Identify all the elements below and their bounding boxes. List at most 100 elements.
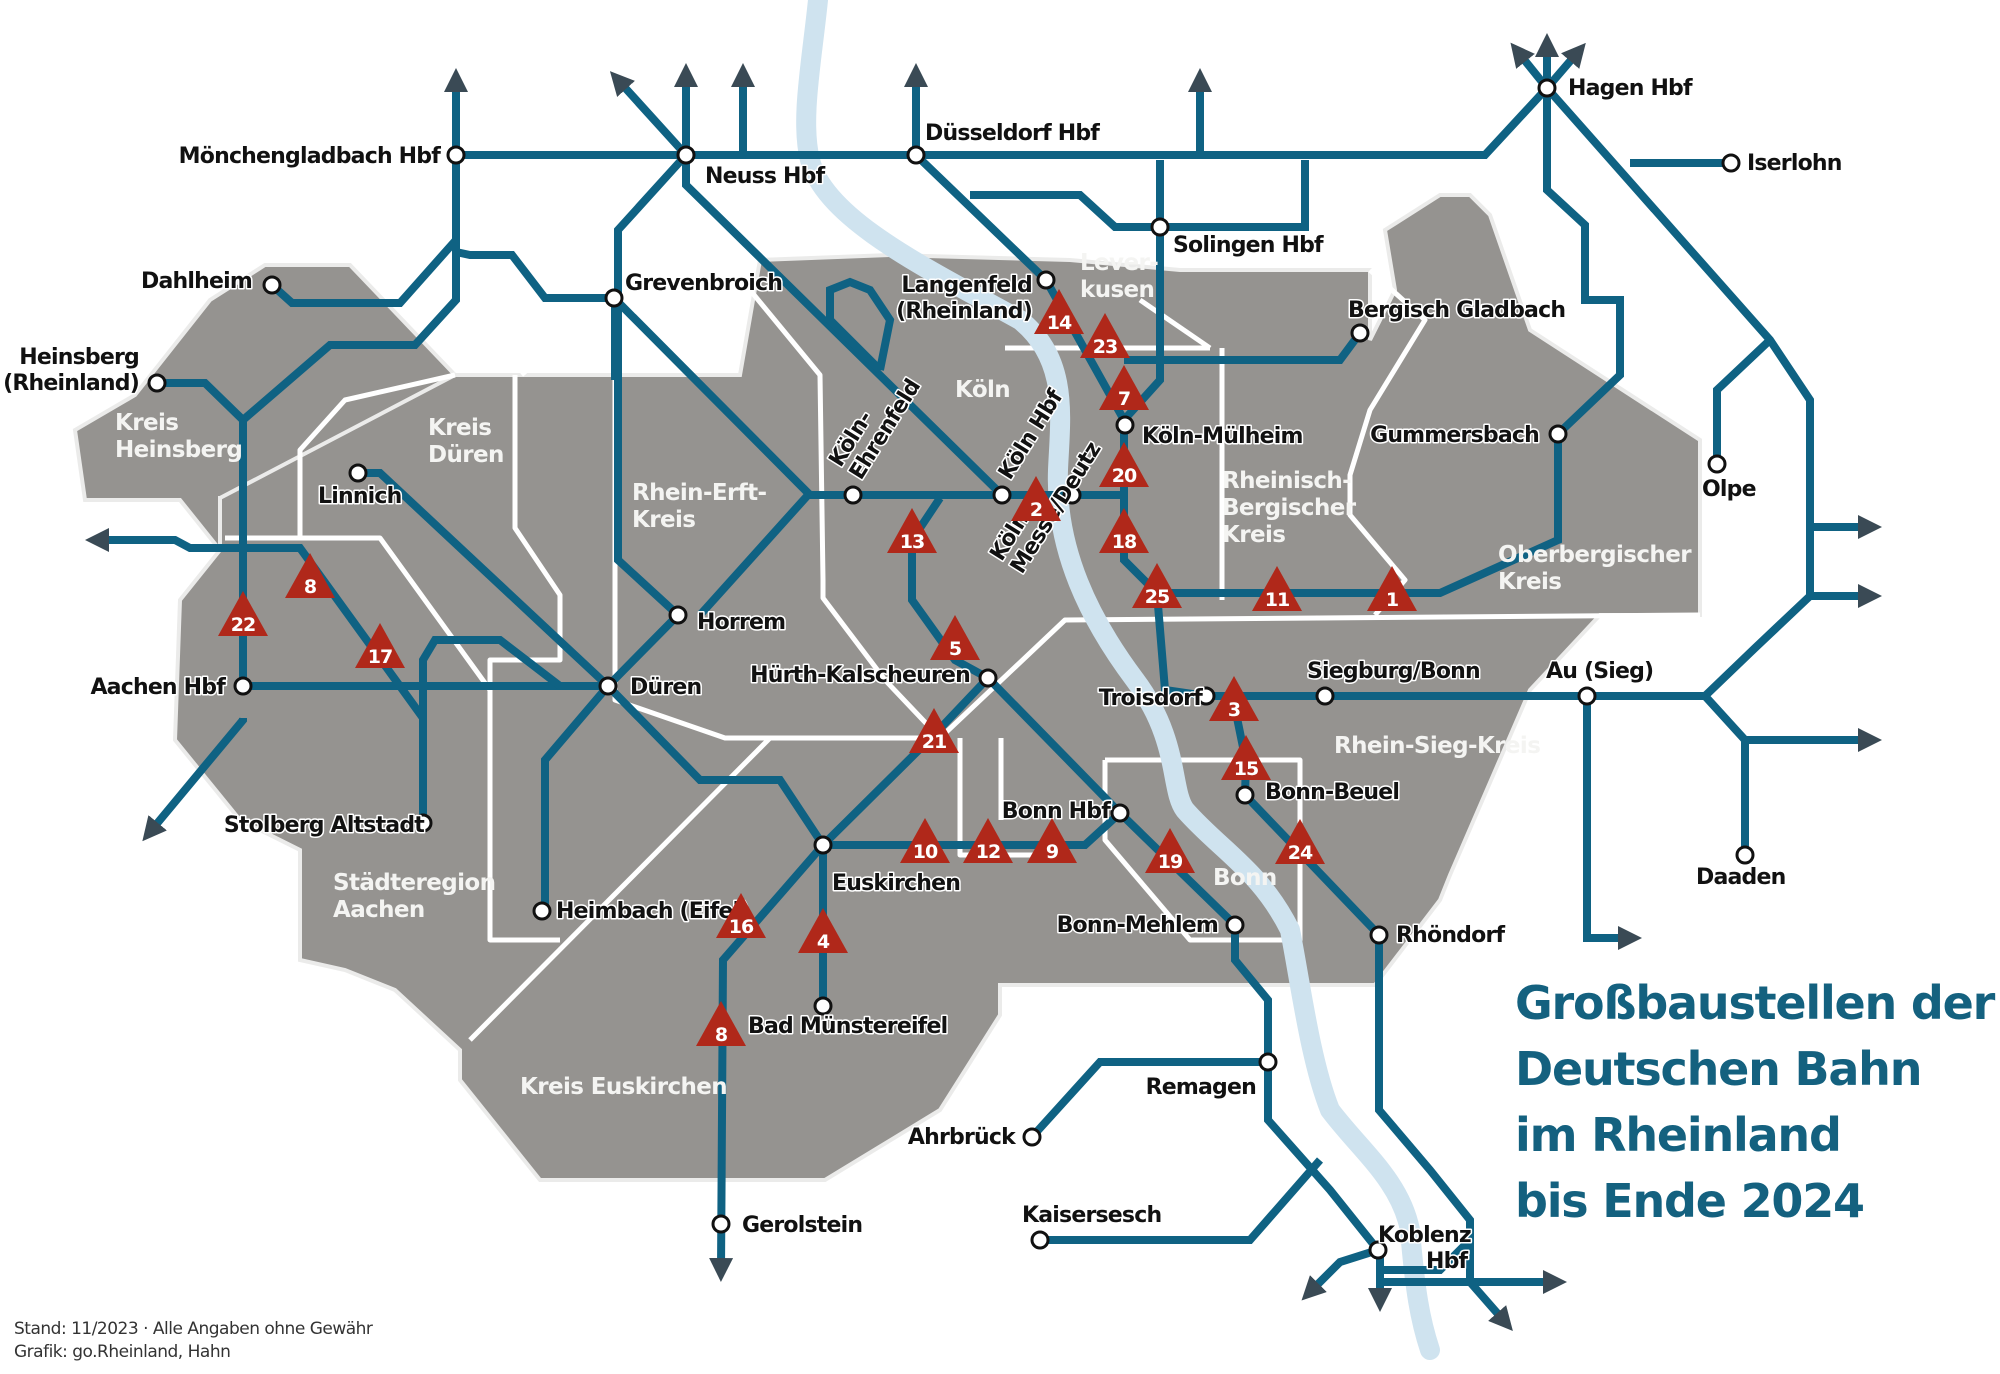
station-horrem[interactable]: Horrem bbox=[668, 605, 788, 637]
station-daaden[interactable]: Daaden bbox=[1695, 845, 1788, 892]
region-west-main bbox=[172, 193, 1702, 1182]
station-hagen-hbf[interactable]: Hagen Hbf bbox=[1537, 75, 1695, 103]
station-kaisersesch[interactable]: Kaisersesch bbox=[1021, 1202, 1164, 1250]
construction-site-number: 17 bbox=[368, 646, 392, 668]
station-olpe[interactable]: Olpe bbox=[1701, 454, 1758, 504]
station-marker-icon bbox=[668, 605, 688, 625]
construction-site-7[interactable]: 7 bbox=[1099, 365, 1149, 410]
construction-site-23[interactable]: 23 bbox=[1080, 313, 1130, 358]
station-heimbach-eifel[interactable]: Heimbach (Eifel) bbox=[532, 898, 751, 926]
rail-lines bbox=[85, 33, 1882, 1332]
station-düren[interactable]: Düren bbox=[598, 674, 704, 702]
station-remagen[interactable]: Remagen bbox=[1144, 1052, 1278, 1102]
station-euskirchen[interactable]: Euskirchen bbox=[813, 835, 962, 898]
station-marker-icon bbox=[1350, 323, 1370, 343]
station-rhöndorf[interactable]: Rhöndorf bbox=[1369, 922, 1508, 950]
construction-site-1[interactable]: 1 bbox=[1367, 566, 1417, 611]
construction-site-20[interactable]: 20 bbox=[1099, 442, 1149, 487]
construction-site-24[interactable]: 24 bbox=[1275, 819, 1325, 864]
region-label-bonn: Bonn bbox=[1213, 865, 1277, 891]
station-bonn-beuel[interactable]: Bonn-Beuel bbox=[1235, 779, 1401, 807]
construction-site-number: 1 bbox=[1386, 589, 1398, 611]
station-au-sieg[interactable]: Au (Sieg) bbox=[1545, 658, 1656, 706]
construction-site-22[interactable]: 22 bbox=[218, 591, 268, 636]
station-marker-icon bbox=[992, 485, 1012, 505]
station-label: Bad Münstereifel bbox=[748, 1014, 947, 1039]
station-siegburg-bonn[interactable]: Siegburg/Bonn bbox=[1306, 658, 1482, 706]
warning-triangle-icon bbox=[798, 908, 848, 953]
warning-triangle-icon bbox=[1209, 676, 1259, 721]
construction-site-12[interactable]: 12 bbox=[963, 818, 1013, 863]
station-label: Düren bbox=[630, 675, 701, 700]
construction-site-25[interactable]: 25 bbox=[1132, 563, 1182, 608]
station-marker-icon bbox=[1036, 270, 1056, 290]
construction-site-8[interactable]: 8 bbox=[285, 553, 335, 598]
station-marker-icon bbox=[1022, 1127, 1042, 1147]
station-label: Langenfeld(Rheinland) bbox=[896, 273, 1032, 324]
station-heinsberg-rheinland[interactable]: Heinsberg(Rheinland) bbox=[2, 344, 167, 398]
station-marker-icon bbox=[598, 676, 618, 696]
station-bonn-mehlem[interactable]: Bonn-Mehlem bbox=[1055, 912, 1245, 940]
construction-site-number: 20 bbox=[1112, 465, 1137, 487]
station-mönchengladbach-hbf[interactable]: Mönchengladbach Hbf bbox=[177, 143, 466, 171]
station-langenfeld-rheinland[interactable]: Langenfeld(Rheinland) bbox=[895, 270, 1056, 326]
construction-site-17[interactable]: 17 bbox=[355, 623, 405, 668]
station-label: Linnich bbox=[318, 484, 402, 509]
station-dahlheim[interactable]: Dahlheim bbox=[140, 268, 282, 296]
station-solingen-hbf[interactable]: Solingen Hbf bbox=[1150, 217, 1326, 260]
footer-status: Stand: 11/2023 · Alle Angaben ohne Gewäh… bbox=[14, 1319, 373, 1339]
construction-site-8[interactable]: 8 bbox=[696, 1001, 746, 1046]
construction-site-9[interactable]: 9 bbox=[1027, 818, 1077, 863]
construction-site-number: 18 bbox=[1112, 531, 1137, 553]
construction-site-10[interactable]: 10 bbox=[900, 818, 950, 863]
station-aachen-hbf[interactable]: Aachen Hbf bbox=[89, 674, 253, 702]
station-label: Remagen bbox=[1146, 1075, 1256, 1100]
station-gerolstein[interactable]: Gerolstein bbox=[711, 1212, 865, 1240]
construction-site-11[interactable]: 11 bbox=[1252, 566, 1302, 611]
station-köln-mülheim[interactable]: Köln-Mülheim bbox=[1115, 415, 1305, 451]
station-marker-icon bbox=[1196, 686, 1216, 706]
station-düsseldorf-hbf[interactable]: Düsseldorf Hbf bbox=[906, 120, 1103, 165]
construction-site-3[interactable]: 3 bbox=[1209, 676, 1259, 721]
construction-site-2[interactable]: 2 bbox=[1011, 476, 1061, 521]
warning-triangle-icon bbox=[1367, 566, 1417, 611]
station-marker-icon bbox=[1537, 78, 1557, 98]
construction-site-13[interactable]: 13 bbox=[887, 508, 937, 553]
station-marker-icon bbox=[1225, 915, 1245, 935]
station-troisdorf[interactable]: Troisdorf bbox=[1097, 685, 1216, 713]
station-marker-icon bbox=[1721, 153, 1741, 173]
station-neuss-hbf[interactable]: Neuss Hbf bbox=[676, 145, 828, 191]
station-grevenbroich[interactable]: Grevenbroich bbox=[604, 270, 784, 308]
station-marker-icon bbox=[446, 145, 466, 165]
warning-triangle-icon bbox=[1252, 566, 1302, 611]
construction-site-16[interactable]: 16 bbox=[716, 893, 766, 938]
station-hürth-kalscheuren[interactable]: Hürth-Kalscheuren bbox=[749, 662, 998, 690]
station-ahrbrück[interactable]: Ahrbrück bbox=[906, 1124, 1042, 1152]
station-bad-münstereifel[interactable]: Bad Münstereifel bbox=[747, 996, 950, 1041]
station-bonn-hbf[interactable]: Bonn Hbf bbox=[1000, 798, 1130, 826]
construction-site-21[interactable]: 21 bbox=[909, 708, 959, 753]
warning-triangle-icon bbox=[1221, 735, 1271, 780]
warning-triangle-icon bbox=[1099, 508, 1149, 553]
construction-site-number: 5 bbox=[949, 638, 961, 660]
station-marker-icon bbox=[1368, 1240, 1388, 1260]
construction-site-5[interactable]: 5 bbox=[930, 615, 980, 660]
station-stolberg-altstadt[interactable]: Stolberg Altstadt bbox=[222, 812, 433, 840]
station-linnich[interactable]: Linnich bbox=[317, 463, 404, 511]
region-label-köln: Köln bbox=[955, 377, 1010, 403]
station-label: Olpe bbox=[1702, 477, 1756, 502]
station-bergisch-gladbach[interactable]: Bergisch Gladbach bbox=[1347, 297, 1567, 343]
construction-site-19[interactable]: 19 bbox=[1145, 828, 1195, 873]
station-label: Au (Sieg) bbox=[1546, 659, 1653, 684]
station-gummersbach[interactable]: Gummersbach bbox=[1369, 422, 1568, 450]
construction-site-4[interactable]: 4 bbox=[798, 908, 848, 953]
construction-site-18[interactable]: 18 bbox=[1099, 508, 1149, 553]
construction-site-14[interactable]: 14 bbox=[1034, 289, 1084, 334]
station-iserlohn[interactable]: Iserlohn bbox=[1721, 150, 1844, 178]
construction-site-15[interactable]: 15 bbox=[1221, 735, 1271, 780]
